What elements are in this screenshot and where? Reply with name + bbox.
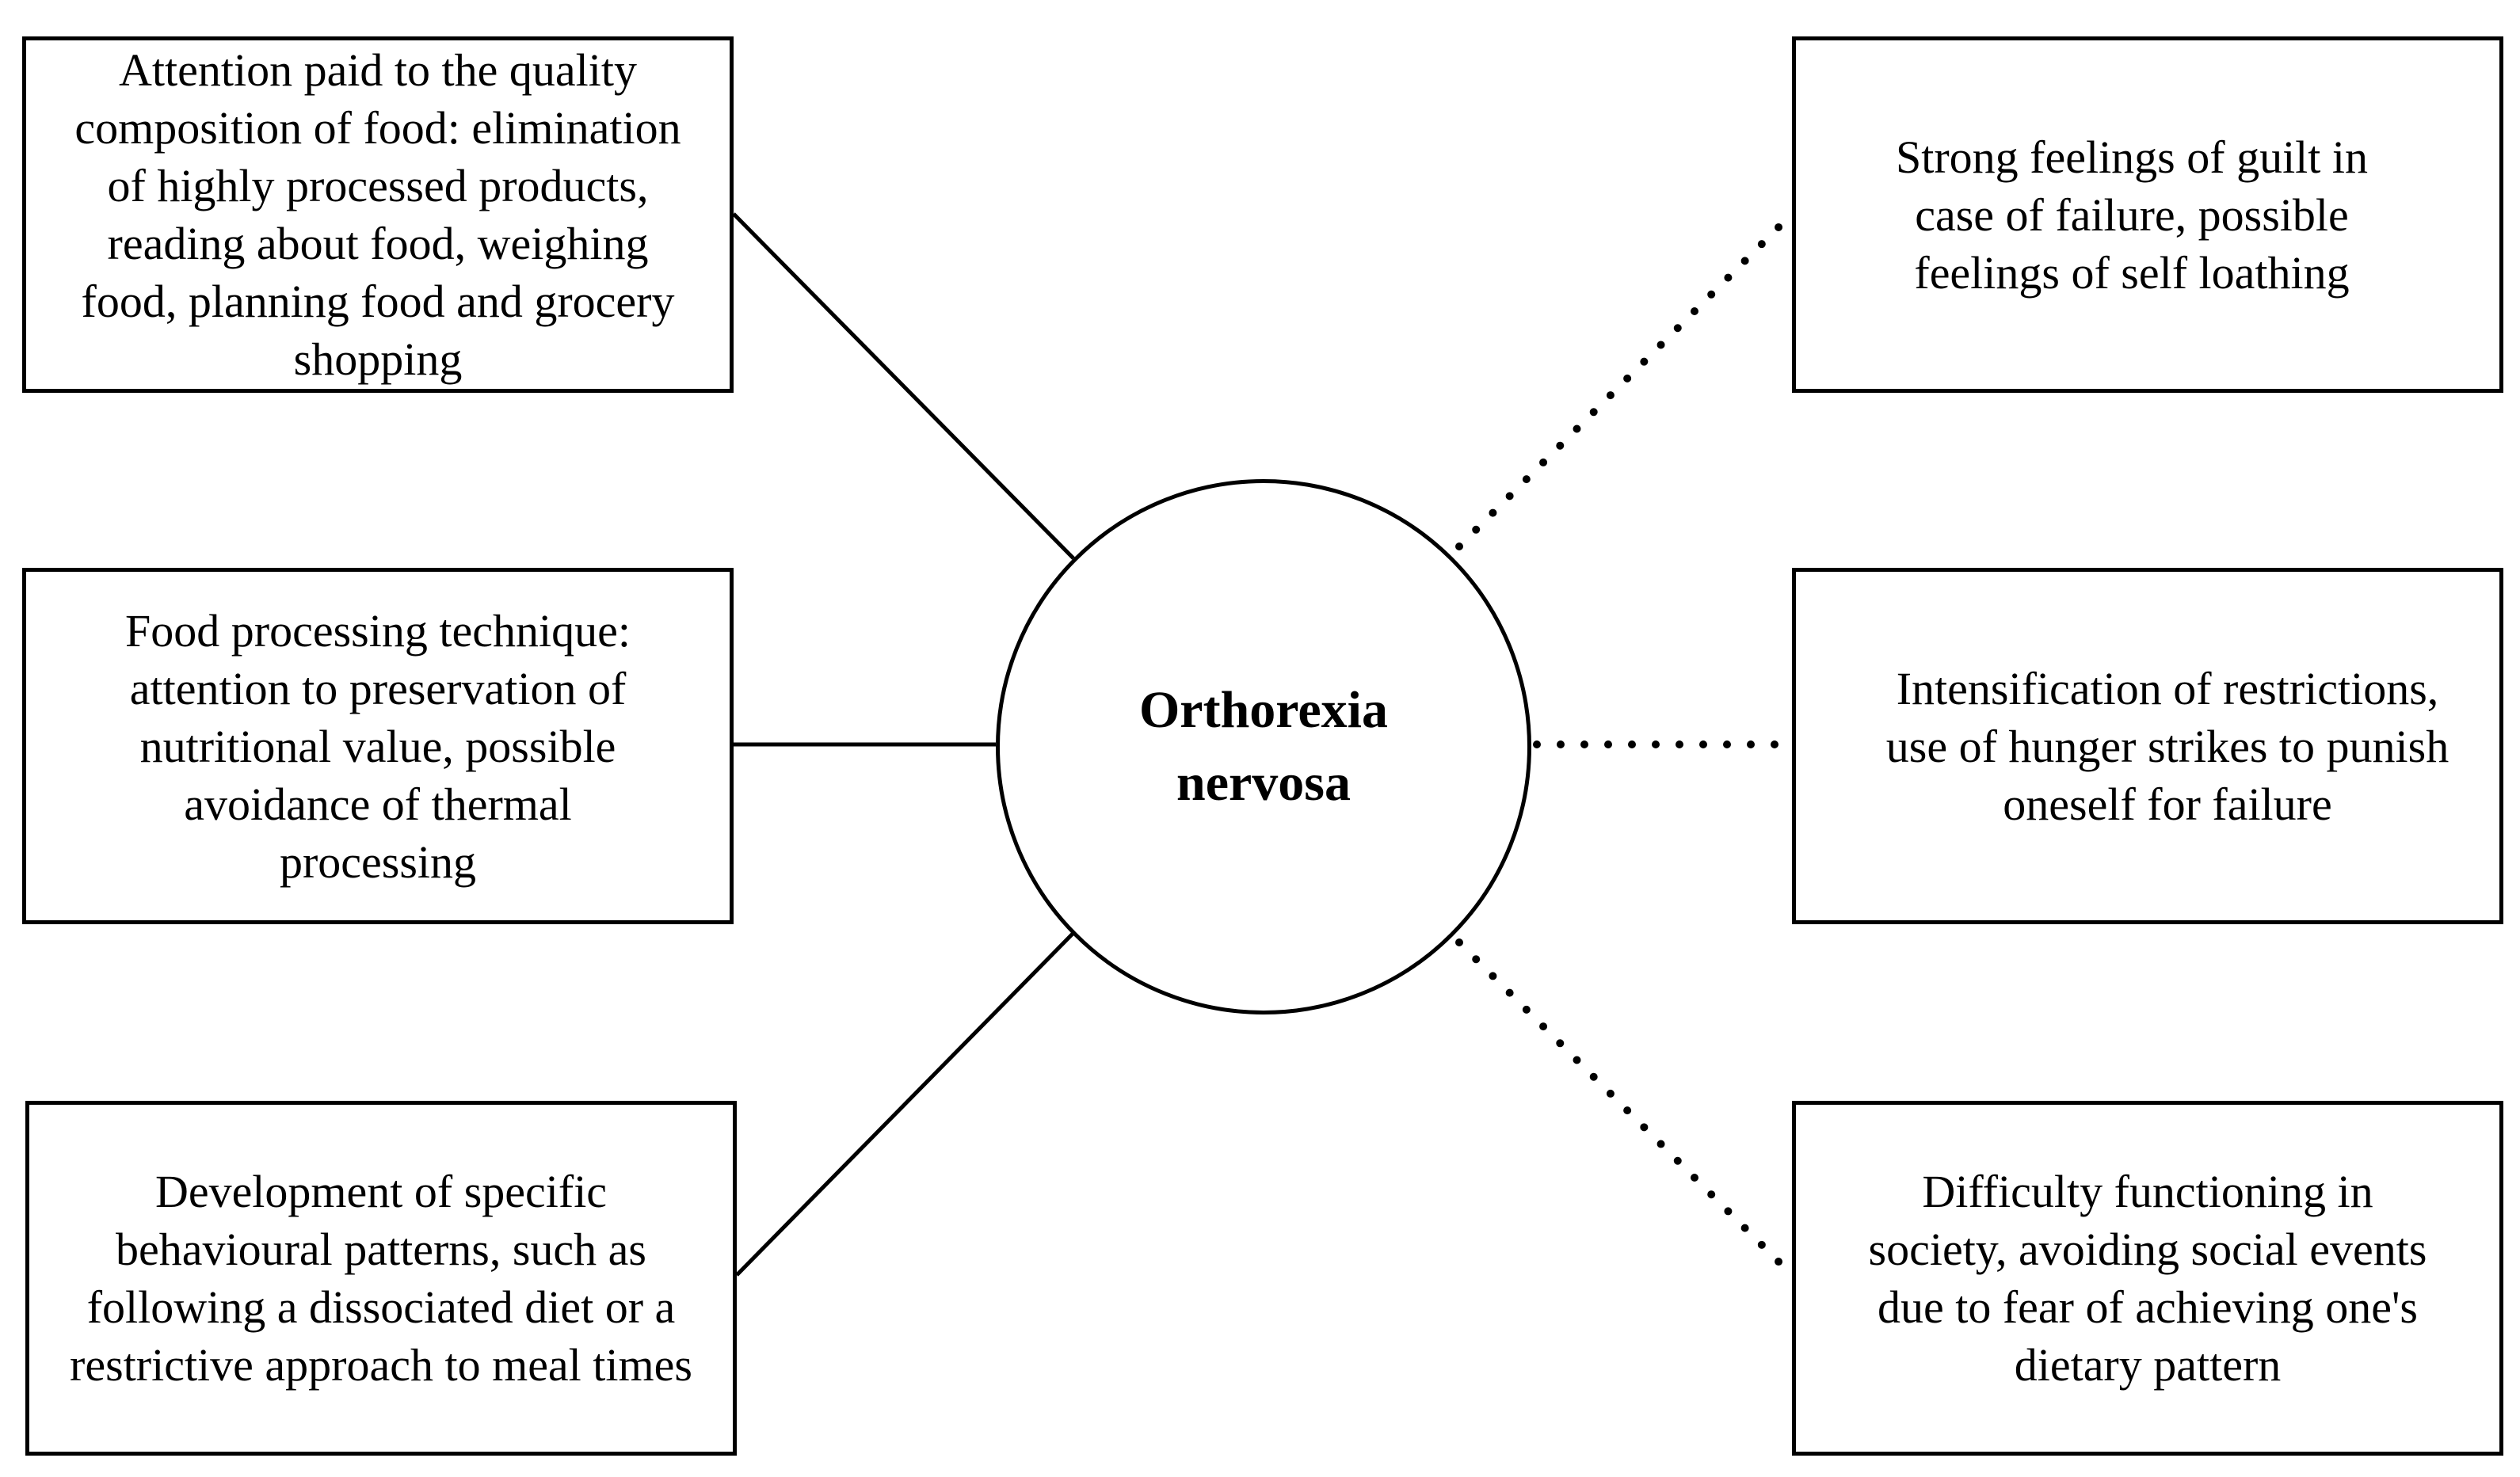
right-box-guilt-text: Strong feelings of guilt in case of fail… — [1895, 131, 2369, 299]
right-box-guilt: Strong feelings of guilt in case of fail… — [1792, 36, 2503, 393]
right-box-restrictions: Intensification of restrictions, use of … — [1792, 568, 2503, 924]
connector-dotted-bottom-right — [1455, 938, 1796, 1279]
right-box-social-difficulty: Difficulty functioning in society, avoid… — [1792, 1101, 2503, 1456]
left-box-food-processing: Food processing technique: attention to … — [22, 568, 734, 924]
left-box-food-quality-text: Attention paid to the quality compositio… — [74, 44, 681, 385]
connector-solid-bottom-left — [735, 931, 1075, 1277]
center-node-label: Orthorexia nervosa — [1138, 681, 1389, 812]
left-box-behavioural-patterns-text: Development of specific behavioural patt… — [70, 1166, 692, 1391]
right-box-restrictions-text: Intensification of restrictions, use of … — [1885, 662, 2449, 830]
connector-dotted-top-right — [1455, 210, 1796, 550]
left-box-food-processing-text: Food processing technique: attention to … — [125, 604, 631, 888]
center-node: Orthorexia nervosa — [996, 479, 1531, 1014]
connector-solid-top-left — [732, 212, 1075, 560]
left-box-food-quality: Attention paid to the quality compositio… — [22, 36, 734, 393]
right-box-social-difficulty-text: Difficulty functioning in society, avoid… — [1868, 1166, 2427, 1391]
left-box-behavioural-patterns: Development of specific behavioural patt… — [25, 1101, 737, 1456]
